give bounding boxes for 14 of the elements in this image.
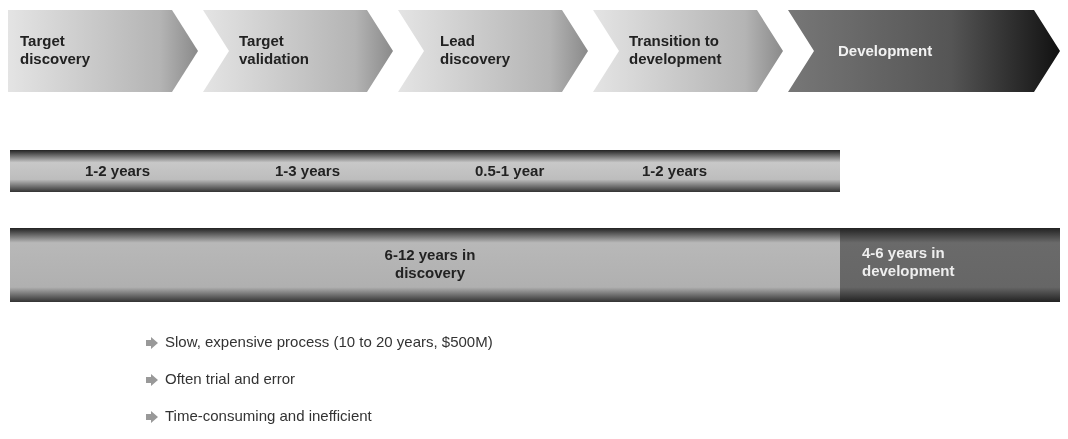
stage-label: Target validation [239,32,310,68]
duration-label: 1-2 years [85,162,151,180]
duration-label: 0.5-1 year [475,162,545,180]
stage-label: Target discovery [20,32,92,68]
duration-label: 4-6 years in development [862,244,956,280]
duration-label: 1-3 years [275,162,341,180]
bullet-text: Slow, expensive process (10 to 20 years, $500M) [165,333,493,350]
bullet-text: Often trial and error [165,370,296,387]
stage-label: Development [838,42,934,60]
stage-label: Lead discovery [440,32,512,68]
bullet-text: Time-consuming and inefficient [165,407,372,424]
duration-label: 1-2 years [642,162,708,180]
duration-label: 6-12 years in discovery [383,246,477,282]
stage-label: Transition to development [629,32,723,68]
